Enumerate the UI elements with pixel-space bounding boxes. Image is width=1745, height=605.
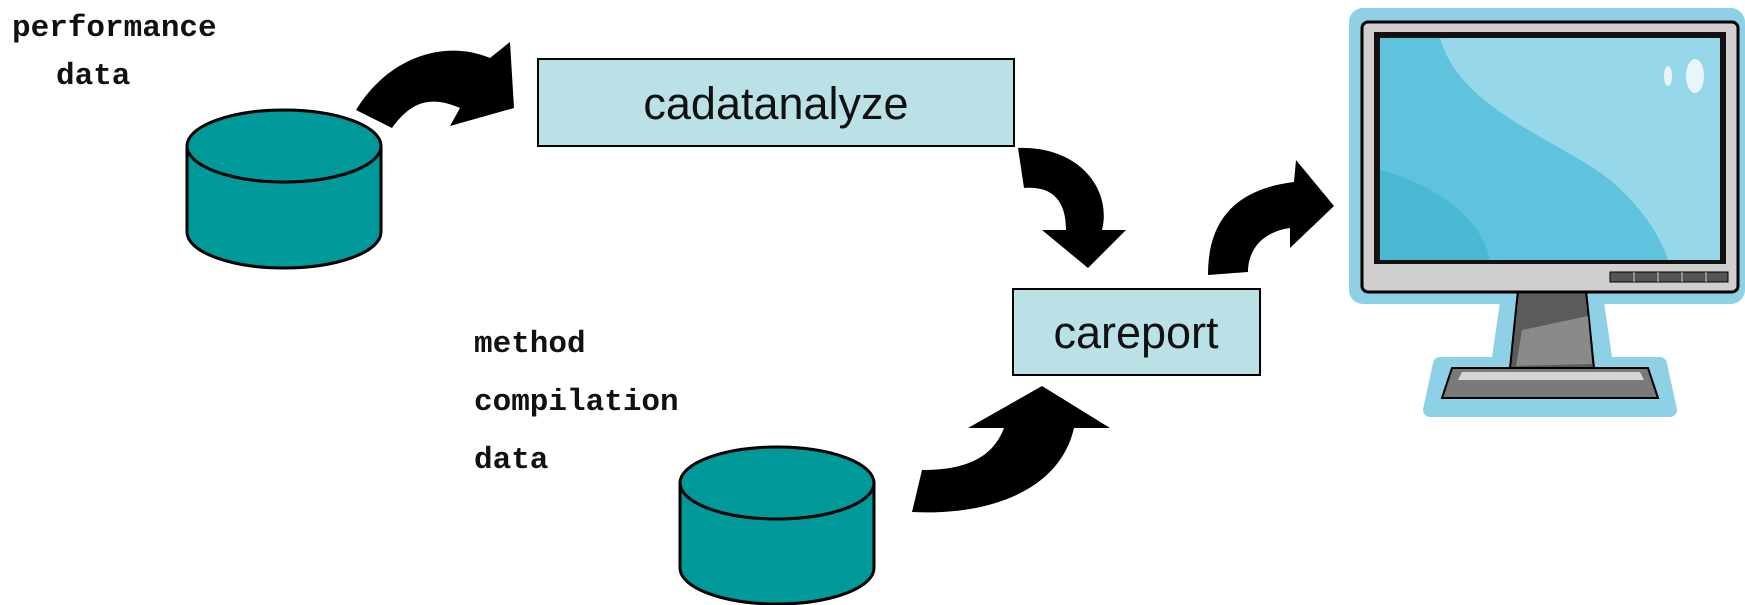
careport-label: careport <box>1053 307 1219 358</box>
performance-data-database-icon <box>185 108 383 270</box>
performance-data-label-line1: performance <box>12 11 217 46</box>
arrow-careport-to-monitor <box>1208 160 1334 275</box>
method-data-label-line3: data <box>474 443 548 478</box>
method-data-label-line1: method <box>474 327 586 362</box>
arrow-performance-to-cadatanalyze <box>356 42 514 128</box>
careport-box: careport <box>1012 288 1261 376</box>
computer-monitor-icon <box>1349 8 1745 417</box>
method-data-label-line2: compilation <box>474 385 679 420</box>
cadatanalyze-box: cadatanalyze <box>537 58 1015 147</box>
cadatanalyze-label: cadatanalyze <box>643 78 908 129</box>
arrow-cadatanalyze-to-careport <box>1018 147 1126 268</box>
method-compilation-database-icon <box>678 445 876 605</box>
performance-data-label-line2: data <box>56 59 130 94</box>
arrow-method-to-careport <box>912 386 1110 513</box>
